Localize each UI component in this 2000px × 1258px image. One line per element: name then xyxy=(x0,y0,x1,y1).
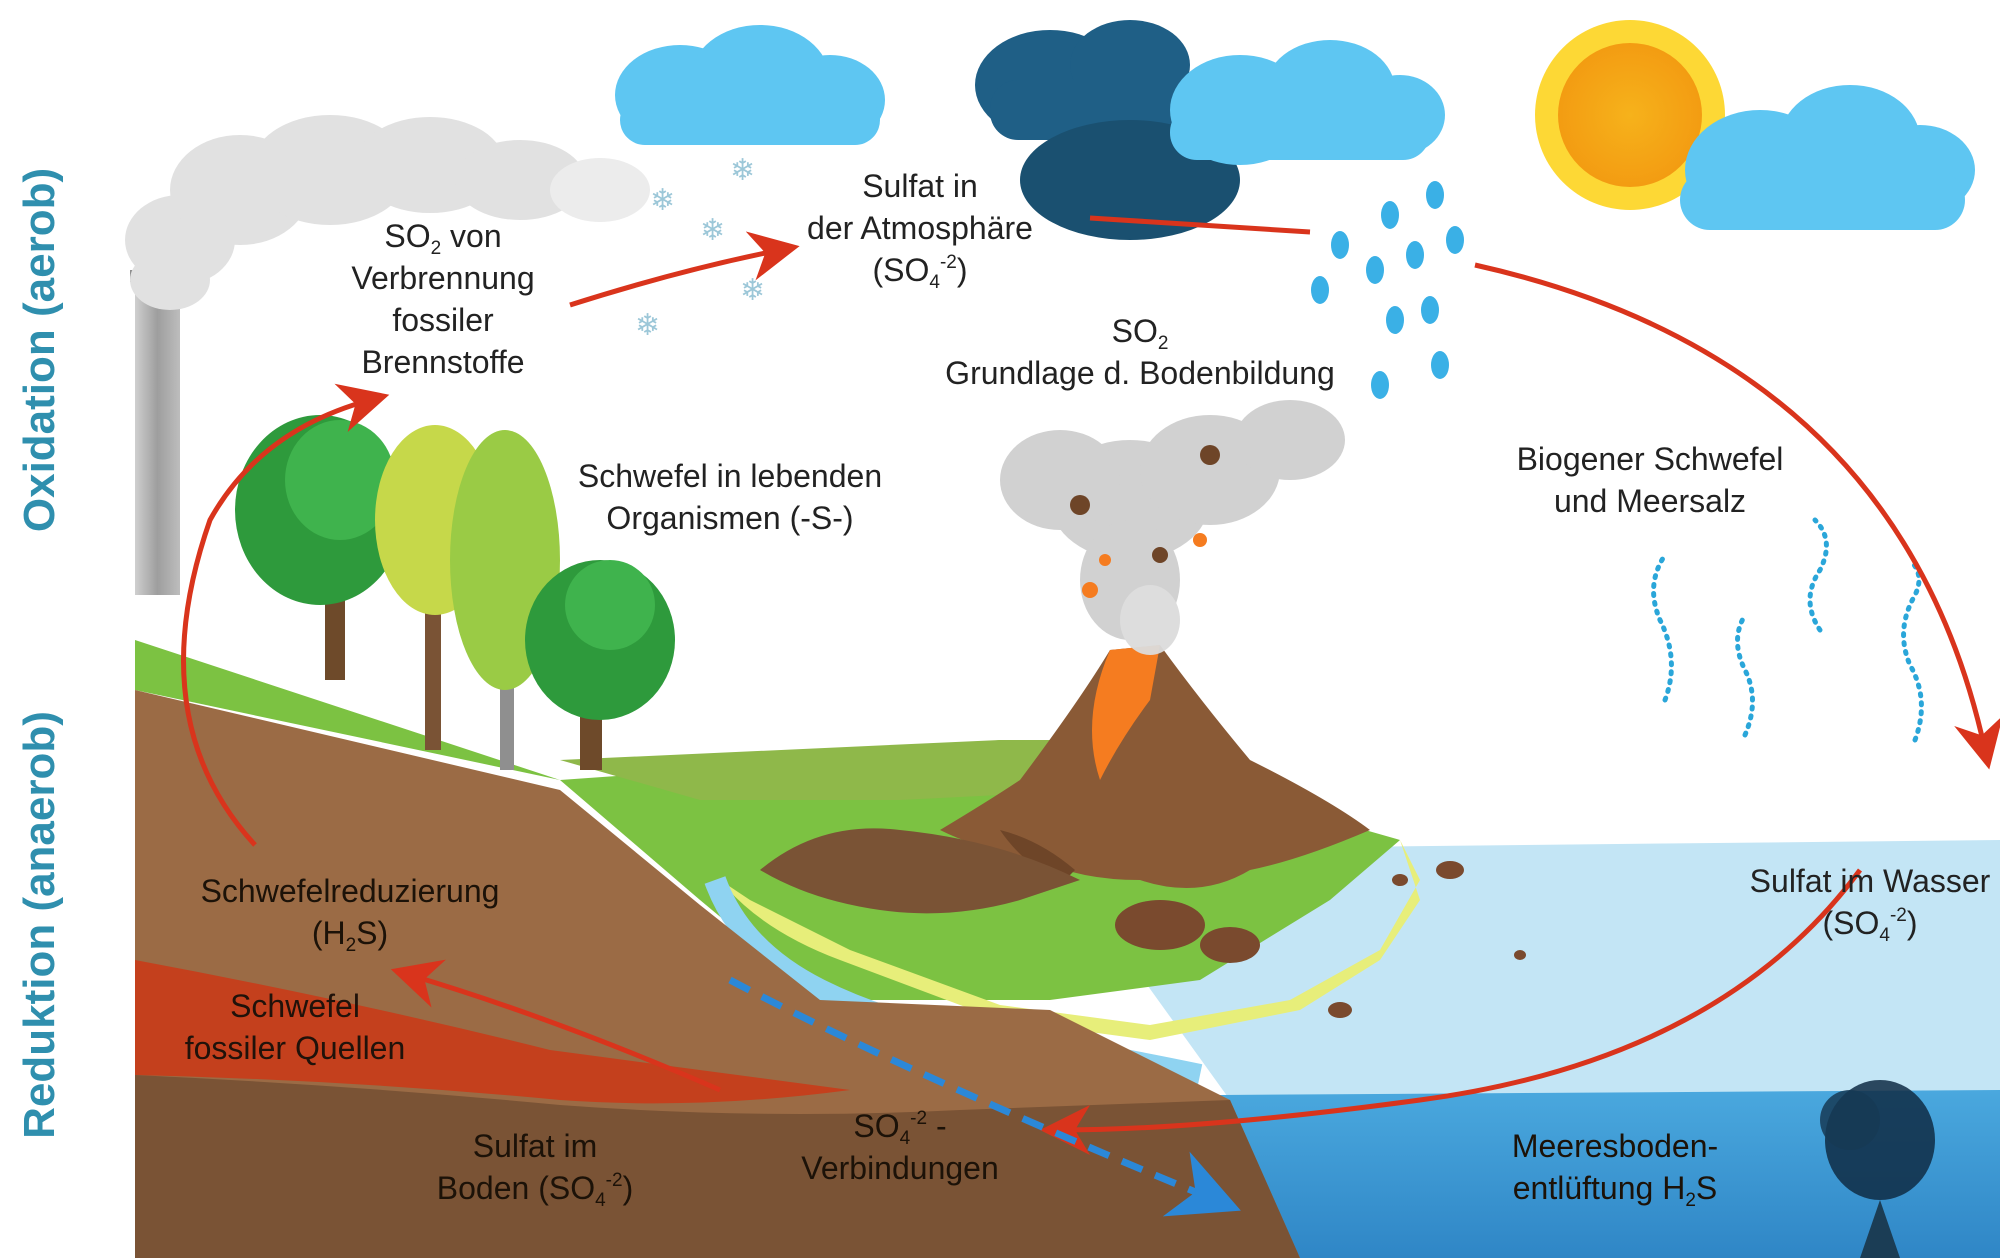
label-so4-verbindungen: SO4-2 - Verbindungen xyxy=(801,1108,999,1186)
trees xyxy=(235,415,675,770)
svg-text:❄: ❄ xyxy=(650,184,675,217)
label-fossile-quellen: Schwefel fossiler Quellen xyxy=(184,988,406,1066)
arrow-fossil-to-reduction xyxy=(390,959,722,1093)
factory-smoke xyxy=(125,115,650,310)
storm-cloud-light xyxy=(1170,40,1445,165)
svg-text:❄: ❄ xyxy=(740,274,765,307)
arrow-water-to-soil xyxy=(1040,868,1863,1155)
label-lebende-organismen: Schwefel in lebenden Organismen (-S-) xyxy=(577,458,883,536)
label-so2-bodenbildung: SO2 Grundlage d. Bodenbildung xyxy=(945,313,1335,391)
arrow-atmosphere-line xyxy=(1089,215,1311,235)
factory-chimney xyxy=(130,270,185,595)
cloud-right xyxy=(1680,85,1975,230)
label-so2-fossil: SO2 von Verbrennung fossiler Brennstoffe xyxy=(351,218,535,380)
lava-bombs xyxy=(1070,445,1220,598)
deep-soil-layer xyxy=(135,1075,1300,1258)
label-biogener-schwefel: Biogener Schwefel und Meersalz xyxy=(1516,441,1784,519)
raindrops xyxy=(1311,181,1464,399)
label-meeresboden: Meeresboden- entlüftung H2S xyxy=(1511,1128,1719,1211)
arrow-reduction-to-fossil-fuel xyxy=(181,383,390,847)
svg-text:❄: ❄ xyxy=(635,309,660,342)
axis-label-reduktion: Reduktion (anaerob) xyxy=(15,711,64,1139)
arrow-so4-leaching xyxy=(728,976,1241,1217)
biogenic-emission-dots xyxy=(1651,517,1924,743)
arrow-atmosphere-to-water xyxy=(1474,262,2000,770)
snowflakes: ❄ ❄ ❄ ❄ ❄ xyxy=(635,154,765,342)
axis-label-oxidation: Oxidation (aerob) xyxy=(15,167,64,533)
cycle-arrows xyxy=(181,215,2000,1155)
arrow-fossil-to-atmosphere xyxy=(569,231,800,308)
seafloor-vent xyxy=(1820,1080,1935,1258)
label-sulfat-atmosphaere: Sulfat in der Atmosphäre (SO4-2) xyxy=(807,168,1033,293)
label-schwefelreduzierung: Schwefelreduzierung (H2S) xyxy=(200,873,500,956)
sea-deep-water xyxy=(1220,1090,2000,1258)
eruption-smoke xyxy=(1000,400,1345,655)
label-sulfat-wasser: Sulfat im Wasser (SO4-2) xyxy=(1749,863,1991,946)
svg-text:❄: ❄ xyxy=(700,214,725,247)
cloud-left xyxy=(615,25,885,145)
rocks xyxy=(1115,861,1526,1018)
svg-text:❄: ❄ xyxy=(730,154,755,187)
label-sulfat-boden: Sulfat im Boden (SO4-2) xyxy=(436,1128,634,1211)
volcano-island xyxy=(760,828,1080,914)
sun xyxy=(1535,20,1725,210)
